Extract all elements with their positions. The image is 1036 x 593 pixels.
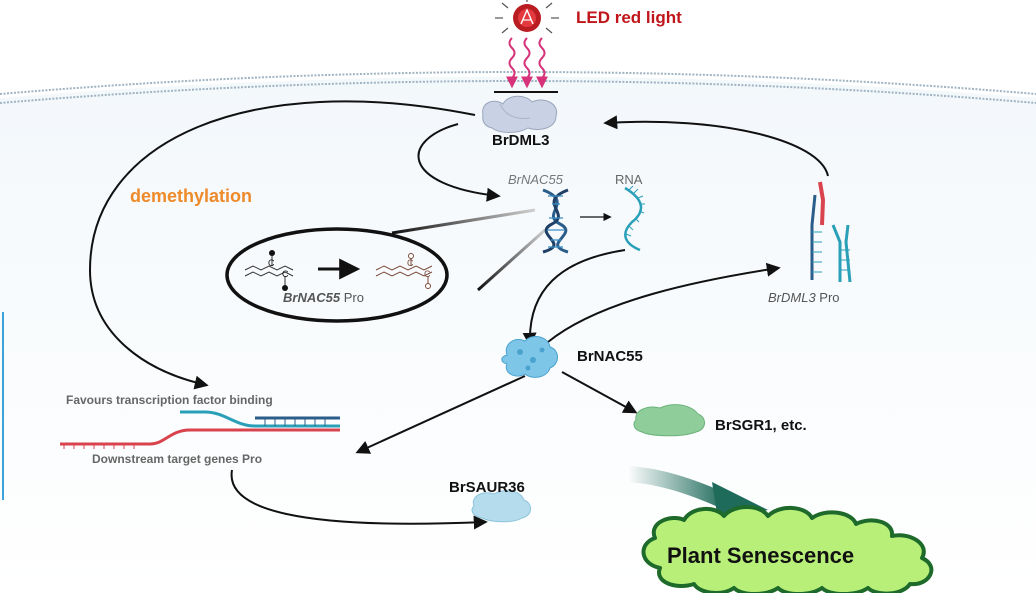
downstream-promoter-dna <box>60 410 340 449</box>
svg-text:C: C <box>424 269 431 279</box>
protein-dml3-icon <box>482 95 558 133</box>
dna-helix-icon <box>542 188 569 254</box>
downstream-genes-label: Downstream target genes Pro <box>92 452 263 466</box>
brsgr1-label: BrSGR1, etc. <box>715 417 807 434</box>
protein-nac55-icon <box>501 335 558 378</box>
rna-label: RNA <box>615 172 643 187</box>
svg-text:C: C <box>282 269 289 279</box>
protein-sgr1-icon <box>633 404 705 437</box>
led-red-light-label: LED red light <box>576 8 682 27</box>
brnac55-promoter-gene: BrNAC55 <box>283 290 341 305</box>
cell-interior <box>0 76 1036 593</box>
dml3-promoter-dna <box>810 181 852 283</box>
brnac55-promoter-label: BrNAC55 Pro <box>283 290 364 305</box>
svg-text:C: C <box>407 258 414 268</box>
methylation-inset: C C C C <box>225 227 449 323</box>
brdml3-promoter-gene: BrDML3 <box>768 290 816 305</box>
plant-senescence-label: Plant Senescence <box>667 543 855 568</box>
led-bulb-icon <box>495 0 559 34</box>
favours-binding-label: Favours transcription factor binding <box>66 393 273 407</box>
cell-membrane-inner <box>0 80 1036 104</box>
arrows <box>88 100 829 530</box>
zoom-wedge <box>391 208 547 292</box>
brdml3-promoter-suffix: Pro <box>815 290 840 305</box>
protein-saur36-icon <box>471 490 531 523</box>
rna-strand-icon <box>624 185 645 252</box>
brdml3-promoter-label: BrDML3 Pro <box>768 290 840 305</box>
brdml3-protein-label: BrDML3 <box>492 132 550 149</box>
svg-text:C: C <box>268 258 275 268</box>
brnac55-gene-label: BrNAC55 <box>508 172 563 187</box>
brnac55-promoter-suffix: Pro <box>340 290 364 305</box>
brnac55-protein-label: BrNAC55 <box>577 348 643 365</box>
cell-membrane-outer <box>0 71 1036 95</box>
light-rays <box>506 37 548 89</box>
brsaur36-label: BrSAUR36 <box>449 479 525 496</box>
demethylation-label: demethylation <box>130 186 253 206</box>
